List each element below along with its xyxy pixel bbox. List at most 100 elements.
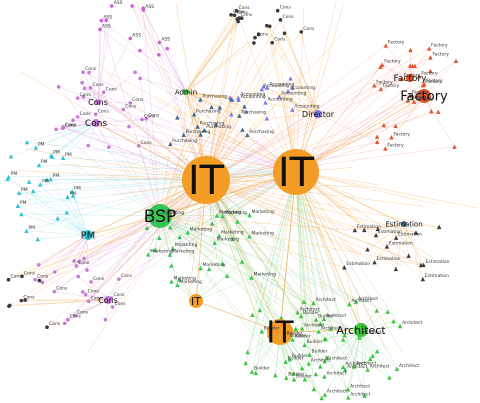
graph-node[interactable] [393,123,398,129]
graph-node[interactable] [19,211,24,217]
graph-node[interactable] [144,225,150,230]
graph-node[interactable] [152,247,158,252]
graph-node[interactable] [370,353,375,359]
graph-node[interactable] [250,312,255,317]
graph-node[interactable] [245,349,250,355]
graph-node[interactable] [80,290,85,294]
graph-node[interactable] [346,395,351,400]
graph-node[interactable] [351,364,357,369]
graph-node[interactable] [237,113,242,118]
graph-node[interactable] [71,118,75,123]
graph-node[interactable] [77,259,81,264]
graph-node[interactable] [73,313,77,318]
graph-node[interactable] [109,4,114,8]
graph-node[interactable] [239,259,245,264]
hub-node-admin[interactable] [183,89,189,95]
graph-node[interactable] [40,280,45,285]
graph-node[interactable] [285,88,291,94]
graph-node[interactable] [301,299,307,304]
graph-node[interactable] [33,145,39,150]
graph-node[interactable] [81,95,86,99]
graph-node[interactable] [157,52,161,57]
graph-node[interactable] [24,139,30,145]
graph-node[interactable] [198,132,203,137]
graph-node[interactable] [217,105,223,110]
graph-node[interactable] [391,318,396,324]
graph-node[interactable] [378,64,383,70]
graph-node[interactable] [141,6,145,10]
hub-node-it[interactable] [189,294,203,308]
graph-node[interactable] [322,336,327,342]
graph-node[interactable] [214,213,220,218]
graph-node[interactable] [383,146,388,151]
graph-node[interactable] [52,289,57,294]
graph-node[interactable] [365,247,370,252]
graph-node[interactable] [393,235,399,240]
graph-node[interactable] [342,332,347,338]
graph-node[interactable] [302,342,307,348]
graph-node[interactable] [82,86,87,91]
graph-node[interactable] [267,24,272,29]
graph-node[interactable] [61,124,65,129]
graph-node[interactable] [406,253,411,258]
graph-node[interactable] [37,182,43,187]
graph-node[interactable] [81,70,85,75]
graph-node[interactable] [239,16,244,20]
graph-node[interactable] [210,221,215,226]
graph-node[interactable] [103,317,108,322]
graph-node[interactable] [167,252,173,257]
graph-node[interactable] [253,35,257,40]
graph-node[interactable] [85,268,89,272]
graph-node[interactable] [385,309,390,314]
graph-node[interactable] [86,299,91,304]
hub-node-factory[interactable] [406,74,414,82]
graph-node[interactable] [284,375,289,380]
graph-node[interactable] [127,124,131,129]
graph-node[interactable] [224,273,230,279]
graph-node[interactable] [140,117,144,122]
graph-node[interactable] [138,48,142,53]
graph-node[interactable] [5,176,10,182]
graph-node[interactable] [33,277,37,282]
graph-node[interactable] [243,360,248,366]
graph-node[interactable] [185,230,190,235]
graph-node[interactable] [157,235,162,240]
graph-node[interactable] [259,86,265,92]
graph-node[interactable] [104,18,108,23]
graph-node[interactable] [374,308,379,313]
graph-node[interactable] [157,40,162,45]
graph-node[interactable] [278,18,283,22]
graph-node[interactable] [16,190,22,195]
graph-node[interactable] [252,41,256,45]
graph-node[interactable] [83,292,88,297]
graph-node[interactable] [277,94,282,99]
graph-node[interactable] [287,356,292,362]
graph-node[interactable] [36,263,41,267]
graph-node[interactable] [87,70,91,75]
graph-node[interactable] [220,261,225,266]
graph-node[interactable] [291,377,297,382]
hub-node-cons[interactable] [95,99,101,105]
graph-node[interactable] [318,364,323,369]
graph-node[interactable] [146,252,151,257]
graph-node[interactable] [74,264,79,268]
graph-node[interactable] [232,13,237,18]
graph-node[interactable] [428,55,433,60]
hub-node-it[interactable] [267,319,293,345]
hub-node-pm[interactable] [83,230,93,240]
graph-node[interactable] [380,62,385,67]
graph-node[interactable] [168,141,173,147]
graph-node[interactable] [357,335,362,340]
graph-node[interactable] [75,96,80,101]
graph-node[interactable] [420,276,426,282]
graph-node[interactable] [295,310,300,315]
graph-node[interactable] [374,139,380,145]
graph-node[interactable] [264,85,270,90]
graph-node[interactable] [48,176,53,182]
graph-node[interactable] [313,371,319,377]
graph-node[interactable] [80,80,84,85]
graph-node[interactable] [306,361,311,366]
hub-node-director[interactable] [314,110,322,118]
graph-node[interactable] [249,369,255,374]
graph-node[interactable] [165,46,170,51]
